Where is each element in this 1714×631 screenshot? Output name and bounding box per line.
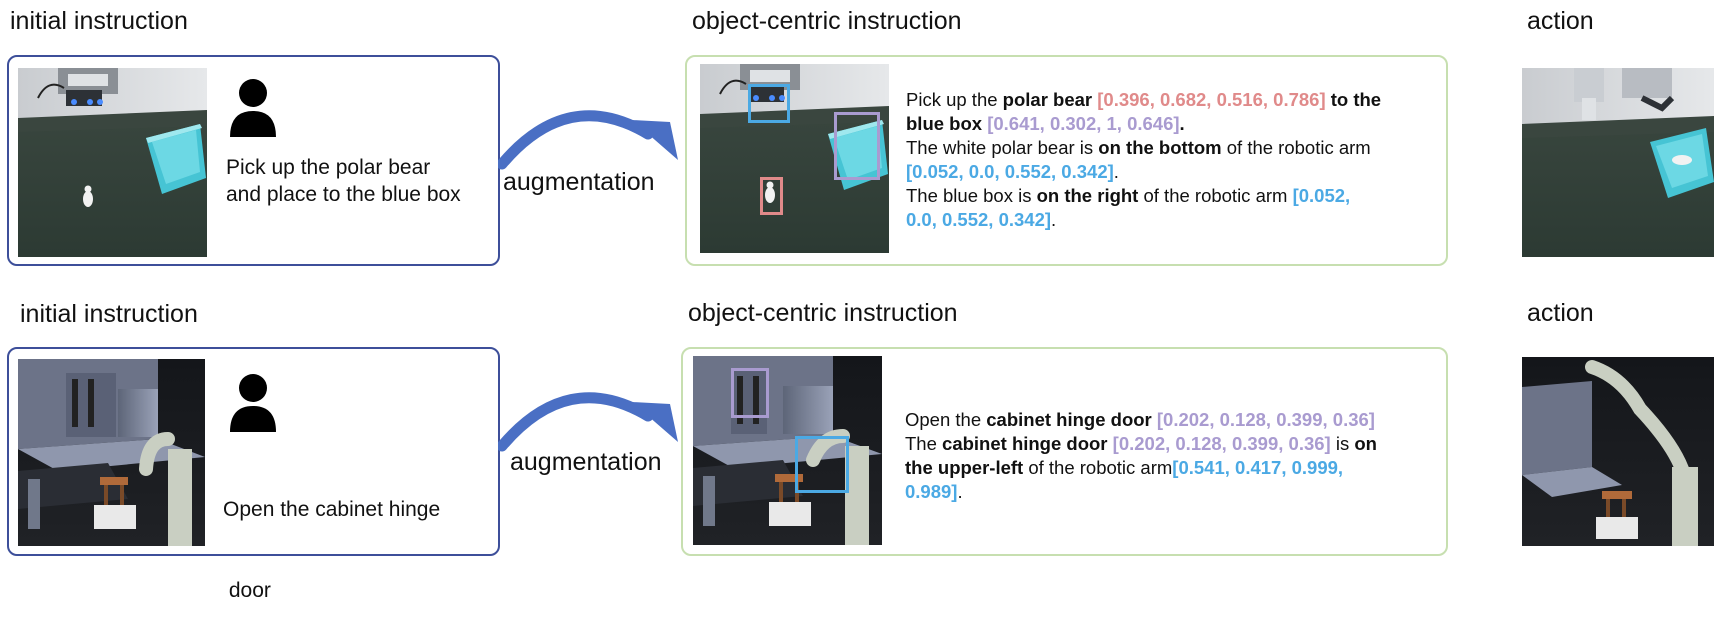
augmentation-label: augmentation xyxy=(510,448,662,476)
annotated-robot-scene-photo xyxy=(700,64,889,253)
object-centric-instruction-text: Pick up the polar bear [0.396, 0.682, 0.… xyxy=(906,88,1446,232)
initial-instruction-line: and place to the blue box xyxy=(226,183,461,206)
annotated-simulation-scene-photo xyxy=(693,356,882,545)
cabinet-hinge-door-bounding-box xyxy=(731,368,769,418)
robot-scene-photo xyxy=(18,68,207,257)
blue-box-bounding-box xyxy=(834,112,880,180)
ocr-line: [0.052, 0.0, 0.552, 0.342]. xyxy=(906,161,1119,182)
ocr-line: The cabinet hinge door [0.202, 0.128, 0.… xyxy=(905,433,1377,454)
object-centric-instruction-text: Open the cabinet hinge door [0.202, 0.12… xyxy=(905,408,1445,504)
ocr-line: Pick up the polar bear [0.396, 0.682, 0.… xyxy=(906,89,1382,110)
action-result-photo xyxy=(1522,357,1714,546)
ocr-line: Open the cabinet hinge door [0.202, 0.12… xyxy=(905,409,1375,430)
ocr-line: blue box [0.641, 0.302, 1, 0.646]. xyxy=(906,113,1185,134)
initial-instruction-line: door xyxy=(223,579,271,602)
ocr-line: 0.989]. xyxy=(905,481,963,502)
ocr-line: The white polar bear is on the bottom of… xyxy=(906,137,1371,158)
action-header: action xyxy=(1527,7,1594,35)
augmentation-label: augmentation xyxy=(503,168,655,196)
object-centric-instruction-header: object-centric instruction xyxy=(692,7,962,35)
initial-instruction-line: Pick up the polar bear xyxy=(226,156,431,179)
person-icon xyxy=(228,77,278,139)
object-centric-instruction-header: object-centric instruction xyxy=(688,299,958,327)
robotic-arm-bounding-box xyxy=(748,84,790,123)
initial-instruction-header: initial instruction xyxy=(10,7,188,35)
initial-instruction-text: Open the cabinet hinge door xyxy=(223,442,493,631)
robotic-arm-bounding-box xyxy=(795,436,849,493)
ocr-line: The blue box is on the right of the robo… xyxy=(906,185,1351,206)
initial-instruction-line: Open the cabinet hinge xyxy=(223,498,441,521)
person-icon xyxy=(228,372,278,434)
simulation-scene-photo xyxy=(18,359,205,546)
ocr-line: the upper-left of the robotic arm[0.541,… xyxy=(905,457,1344,478)
initial-instruction-text: Pick up the polar bear and place to the … xyxy=(226,154,496,208)
augmentation-arrow xyxy=(496,100,688,172)
ocr-line: 0.0, 0.552, 0.342]. xyxy=(906,209,1057,230)
polar-bear-bounding-box xyxy=(760,177,783,215)
action-result-photo xyxy=(1522,68,1714,257)
augmentation-arrow xyxy=(496,382,688,454)
action-header: action xyxy=(1527,299,1594,327)
initial-instruction-header: initial instruction xyxy=(20,300,198,328)
